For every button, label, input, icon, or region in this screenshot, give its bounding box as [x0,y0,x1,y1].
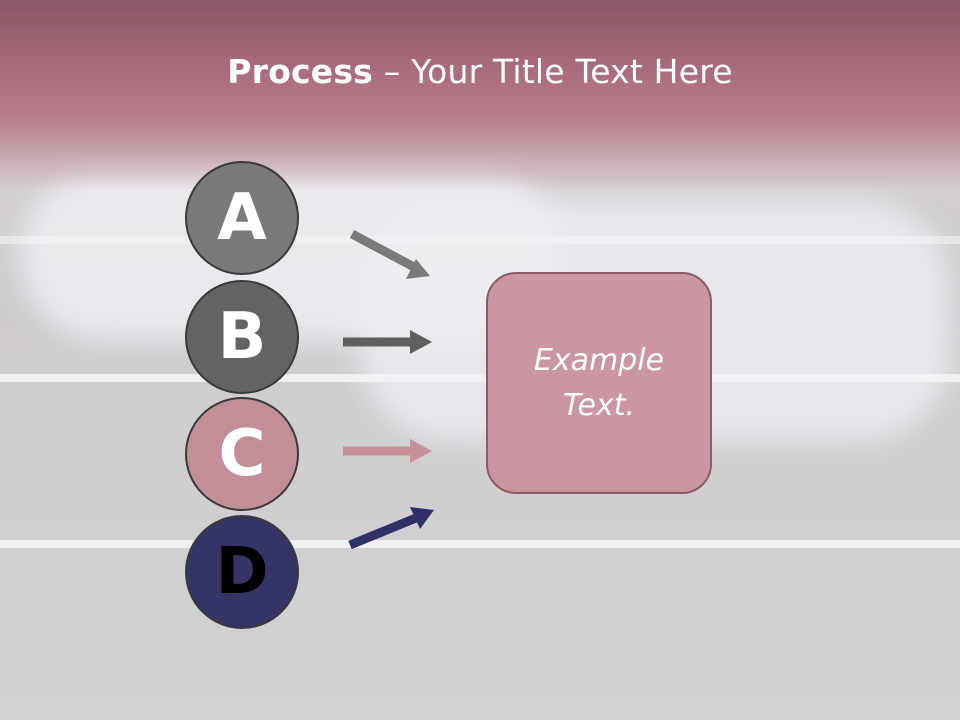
lane-marking-top [0,236,960,244]
arrow-a [349,230,430,279]
title-bold: Process [227,52,374,91]
arrow-d [348,507,434,550]
arrow-c [343,439,432,463]
step-c-circle: C [185,397,299,511]
step-a-letter: A [217,181,267,255]
lane-marking-bottom [0,540,960,548]
step-b-letter: B [217,300,267,374]
arrow-b [343,330,432,354]
step-a-circle: A [185,161,299,275]
example-text-box: Example Text. [486,272,712,494]
step-d-circle: D [185,515,299,629]
title-rest: – Your Title Text Here [373,52,733,91]
lane-marking-middle [0,374,960,382]
example-text: Example Text. [533,343,665,423]
slide-title: Process – Your Title Text Here [0,52,960,91]
step-b-circle: B [185,280,299,394]
step-c-letter: C [218,417,266,491]
title-band [0,0,960,190]
step-d-letter: D [215,535,269,609]
